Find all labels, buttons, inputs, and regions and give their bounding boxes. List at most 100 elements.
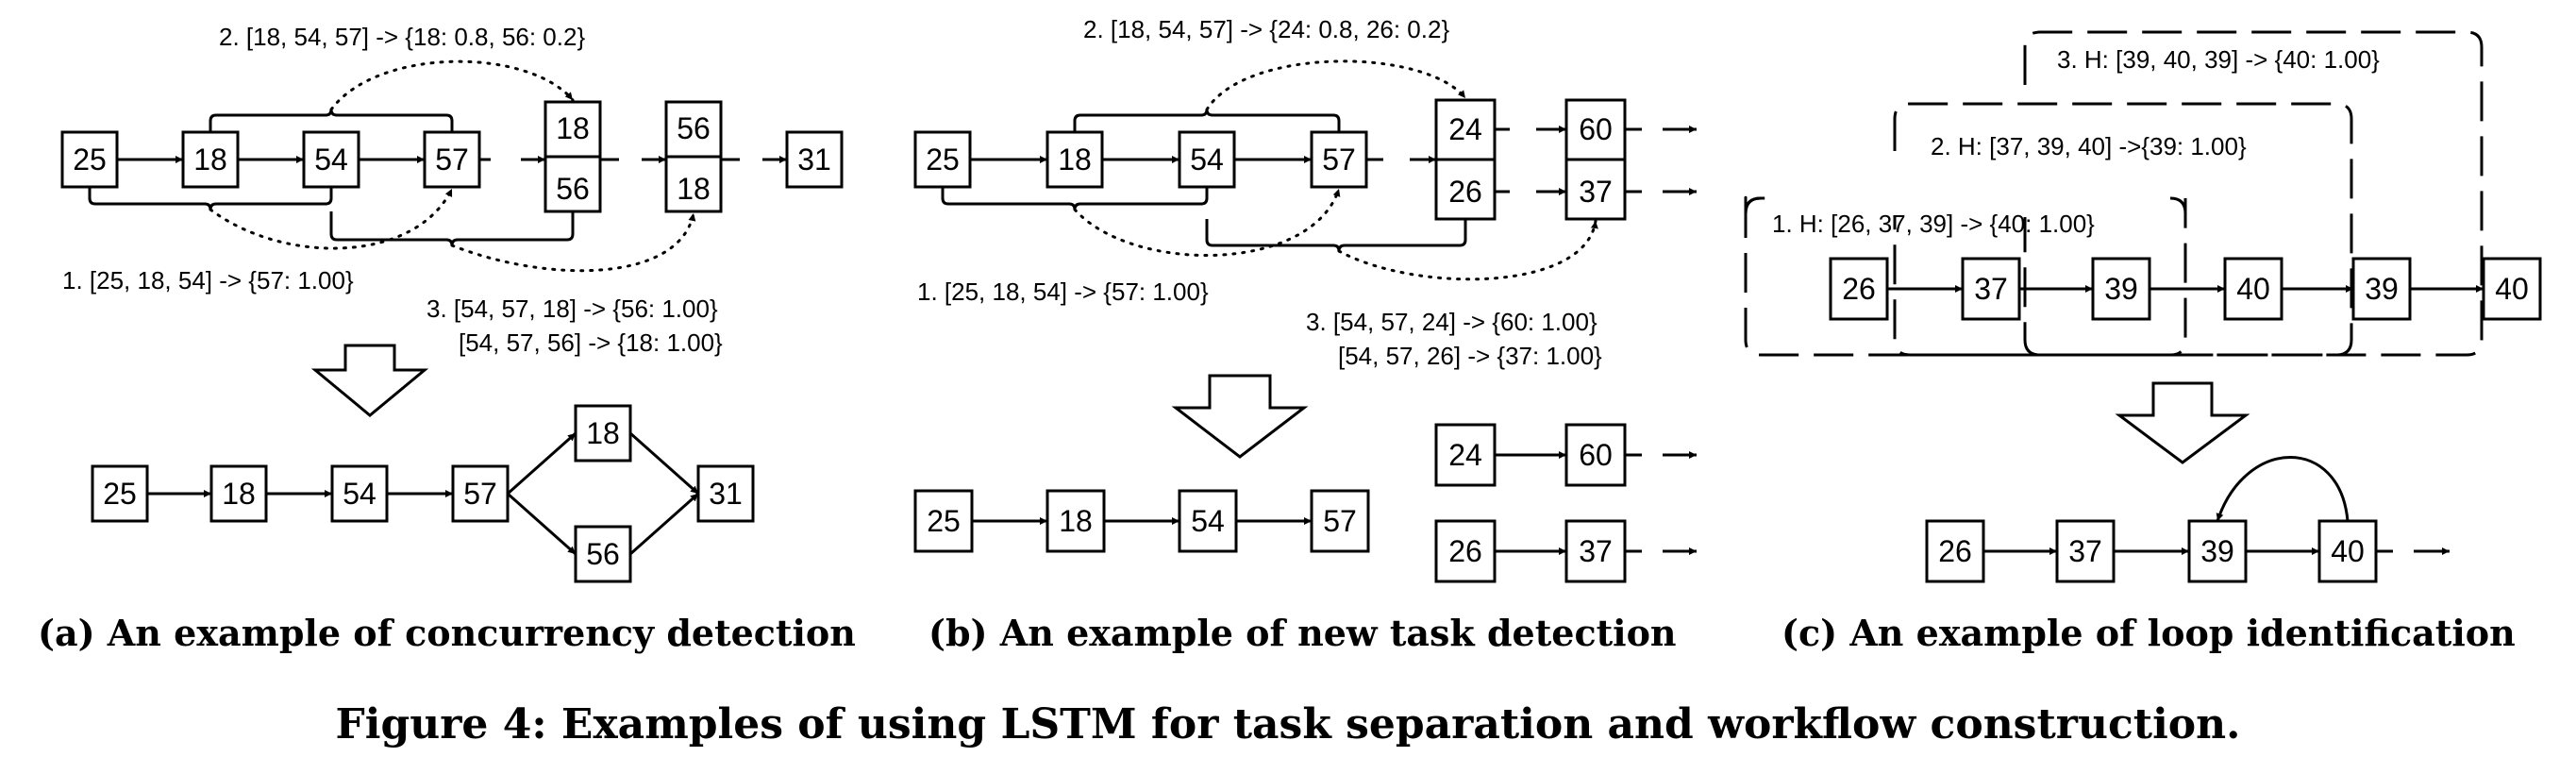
svg-text:25: 25	[103, 477, 137, 511]
c-top-node: 26	[1829, 257, 1889, 321]
c-top-node: 39	[2091, 257, 2151, 321]
a-top-node: 25	[60, 130, 119, 189]
svg-text:60: 60	[1579, 438, 1613, 472]
a-split-node: 18 56	[544, 100, 602, 213]
a-bottom-node: 18	[209, 464, 268, 523]
b-top-node: 57	[1310, 130, 1368, 189]
a-caption: (a) An example of concurrency detection	[38, 612, 856, 654]
c-top-node: 37	[1961, 257, 2021, 321]
c-annotation-1: 1. H: [26, 37, 39] -> {40: 1.00}	[1772, 210, 2095, 238]
a-bottom-node: 31	[696, 464, 755, 523]
a-top-node: 54	[302, 130, 360, 189]
figure-caption: Figure 4: Examples of using LSTM for tas…	[336, 700, 2241, 749]
a-top-node: 31	[785, 130, 844, 189]
svg-text:26: 26	[1448, 534, 1482, 568]
svg-text:26: 26	[1938, 534, 1972, 568]
c-bottom-node: 39	[2187, 519, 2248, 583]
svg-text:37: 37	[1579, 534, 1613, 568]
b-annotation-2: 2. [18, 54, 57] -> {24: 0.8, 26: 0.2}	[1083, 15, 1449, 43]
b-brace-bottom-2	[1205, 219, 1467, 252]
a-flow-arrow	[507, 492, 577, 556]
a-flow-arrow	[507, 431, 577, 496]
b-bottom-node: 54	[1178, 489, 1238, 553]
b-top-node: 25	[913, 130, 972, 189]
svg-text:56: 56	[556, 172, 590, 206]
c-window-1-top	[1744, 196, 1778, 225]
svg-text:39: 39	[2104, 272, 2138, 306]
svg-text:25: 25	[926, 143, 960, 177]
svg-text:57: 57	[1322, 143, 1356, 177]
svg-text:60: 60	[1579, 112, 1613, 146]
a-dotted-arrow-2	[329, 59, 575, 111]
c-bottom-node: 26	[1925, 519, 1985, 583]
svg-text:18: 18	[222, 477, 256, 511]
panel-c: 26 37 39 40 39 40 1. H: [26, 37, 39] -> …	[1744, 30, 2542, 654]
b-transform-arrow	[1171, 374, 1309, 459]
b-split-node: 60 37	[1564, 98, 1627, 221]
a-bottom-node: 25	[91, 464, 149, 523]
b-split-node: 24 26	[1434, 98, 1497, 221]
a-transform-arrow	[310, 344, 429, 417]
c-annotation-2: 2. H: [37, 39, 40] ->{39: 1.00}	[1931, 132, 2247, 160]
b-dotted-arrow-1	[1073, 187, 1341, 257]
svg-text:24: 24	[1448, 438, 1482, 472]
svg-text:54: 54	[314, 143, 348, 177]
b-brace-top	[1073, 109, 1341, 132]
svg-text:57: 57	[1323, 504, 1357, 538]
b-dotted-arrow-2	[1205, 59, 1467, 111]
c-caption: (c) An example of loop identification	[1781, 612, 2516, 654]
svg-text:39: 39	[2200, 534, 2234, 568]
a-bottom-node: 56	[574, 525, 632, 583]
a-brace-bottom-2	[329, 211, 575, 246]
c-bottom-node: 40	[2317, 519, 2378, 583]
c-window-1	[1744, 198, 2187, 357]
b-annotation-1: 1. [25, 18, 54] -> {57: 1.00}	[917, 278, 1209, 306]
svg-text:18: 18	[556, 111, 590, 145]
svg-text:40: 40	[2236, 272, 2270, 306]
a-bottom-node: 54	[330, 464, 389, 523]
c-top-node: 40	[2482, 257, 2542, 321]
svg-text:18: 18	[586, 416, 620, 450]
c-window-1-top-right	[2169, 196, 2187, 225]
c-window-2	[1893, 102, 2353, 357]
b-bottom-node: 18	[1045, 489, 1106, 553]
b-bottom-node: 26	[1434, 519, 1497, 583]
svg-text:31: 31	[709, 477, 743, 511]
svg-text:54: 54	[1190, 143, 1224, 177]
panel-a: 25 18 54 57 18 56 56 18 31	[38, 23, 856, 654]
c-top-node: 39	[2351, 257, 2412, 321]
svg-text:24: 24	[1448, 112, 1482, 146]
svg-text:37: 37	[1579, 175, 1613, 209]
svg-text:31: 31	[797, 143, 831, 177]
svg-text:18: 18	[1058, 143, 1092, 177]
svg-text:18: 18	[677, 172, 711, 206]
b-brace-bottom-1	[941, 187, 1209, 210]
svg-text:56: 56	[586, 537, 620, 571]
a-annotation-2: 2. [18, 54, 57] -> {18: 0.8, 56: 0.2}	[219, 23, 585, 51]
svg-text:25: 25	[73, 143, 107, 177]
a-bottom-node: 18	[574, 404, 632, 463]
b-bottom-node: 57	[1310, 489, 1370, 553]
a-annotation-1: 1. [25, 18, 54] -> {57: 1.00}	[62, 266, 354, 294]
c-window-3	[2023, 30, 2484, 357]
b-bottom-node: 24	[1434, 423, 1497, 487]
svg-text:39: 39	[2365, 272, 2399, 306]
svg-text:57: 57	[463, 477, 497, 511]
a-top-node: 18	[181, 130, 240, 189]
a-flow-arrow	[629, 431, 699, 496]
a-top-node: 57	[423, 130, 481, 189]
b-dotted-arrow-3	[1337, 219, 1598, 281]
b-bottom-node: 37	[1564, 519, 1627, 583]
c-loop-arrow	[2216, 456, 2350, 522]
panel-b: 25 18 54 57 24 26 60 37	[913, 15, 1697, 654]
svg-text:57: 57	[435, 143, 469, 177]
a-bottom-node: 57	[451, 464, 510, 523]
a-split-node: 56 18	[664, 100, 723, 213]
svg-text:18: 18	[193, 143, 227, 177]
a-annotation-3a: 3. [54, 57, 18] -> {56: 1.00}	[427, 294, 718, 323]
b-annotation-3a: 3. [54, 57, 24] -> {60: 1.00}	[1306, 308, 1597, 336]
b-top-node: 18	[1045, 130, 1104, 189]
a-brace-top	[209, 109, 454, 132]
svg-text:18: 18	[1059, 504, 1093, 538]
